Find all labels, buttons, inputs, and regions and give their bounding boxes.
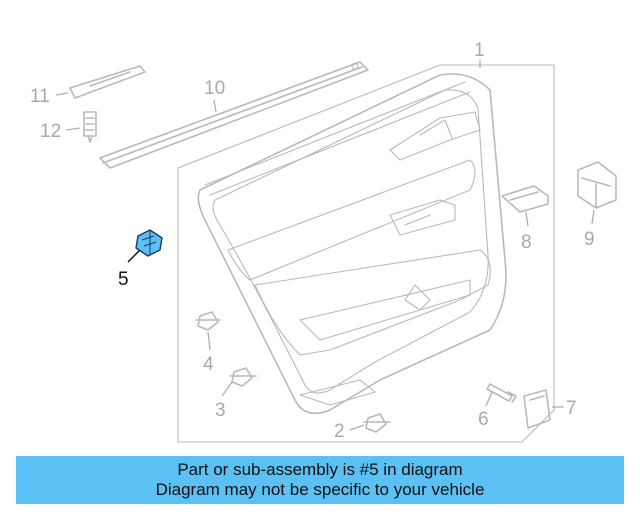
banner-line-part: Part or sub-assembly is #5 in diagram bbox=[177, 460, 463, 479]
callout-10: 10 bbox=[204, 78, 225, 99]
trim-map-pocket bbox=[254, 249, 491, 356]
part-10-garnish-strip bbox=[99, 61, 369, 169]
leader-12 bbox=[65, 127, 81, 131]
door-trim-inner-line bbox=[212, 89, 489, 394]
part-5-clip-detail bbox=[141, 230, 157, 254]
part-4-push-clip bbox=[195, 311, 221, 331]
callout-9: 9 bbox=[584, 229, 595, 250]
part-8-switch-bezel bbox=[501, 185, 549, 213]
callout-6: 6 bbox=[478, 409, 489, 430]
leader-4 bbox=[207, 331, 211, 351]
trim-upper-rail bbox=[204, 81, 471, 196]
leader-8 bbox=[525, 211, 529, 227]
part-2-push-clip bbox=[363, 413, 391, 433]
callout-11: 11 bbox=[30, 86, 50, 107]
info-banner: Part or sub-assembly is #5 in diagram Di… bbox=[16, 456, 624, 504]
trim-door-pull bbox=[389, 199, 456, 236]
door-panel-frame bbox=[177, 64, 555, 443]
trim-handle-recess bbox=[389, 111, 481, 161]
banner-line-disclaimer: Diagram may not be specific to your vehi… bbox=[155, 480, 485, 499]
leader-5 bbox=[127, 249, 141, 263]
parts-diagram: 1 2 3 4 5 6 7 8 9 10 11 12 bbox=[30, 40, 617, 443]
callout-12: 12 bbox=[40, 121, 61, 142]
callout-5: 5 bbox=[118, 269, 129, 290]
callout-2: 2 bbox=[334, 421, 345, 442]
callout-8: 8 bbox=[521, 232, 532, 253]
leader-9 bbox=[591, 209, 595, 225]
callout-1: 1 bbox=[474, 40, 485, 61]
leader-10 bbox=[213, 99, 217, 113]
trim-lower-edge bbox=[299, 379, 376, 406]
part-10-hole bbox=[351, 62, 359, 70]
leader-2 bbox=[349, 424, 365, 431]
callout-4: 4 bbox=[203, 354, 214, 375]
trim-armrest bbox=[227, 159, 476, 281]
callout-3: 3 bbox=[215, 400, 226, 421]
part-11-bracket bbox=[69, 65, 146, 99]
leader-3 bbox=[221, 381, 233, 397]
part-6-screw bbox=[486, 383, 517, 403]
part-5-retainer-clip bbox=[135, 229, 163, 257]
part-12-clip bbox=[83, 111, 97, 143]
part-9-window-switch bbox=[577, 161, 617, 209]
part-3-push-clip bbox=[229, 367, 257, 387]
callout-7: 7 bbox=[566, 398, 577, 419]
leader-6 bbox=[485, 391, 493, 407]
part-7-cover-cap bbox=[523, 389, 551, 429]
trim-pocket-inner bbox=[299, 279, 471, 341]
leader-11 bbox=[55, 92, 69, 96]
door-trim-panel bbox=[197, 73, 507, 415]
